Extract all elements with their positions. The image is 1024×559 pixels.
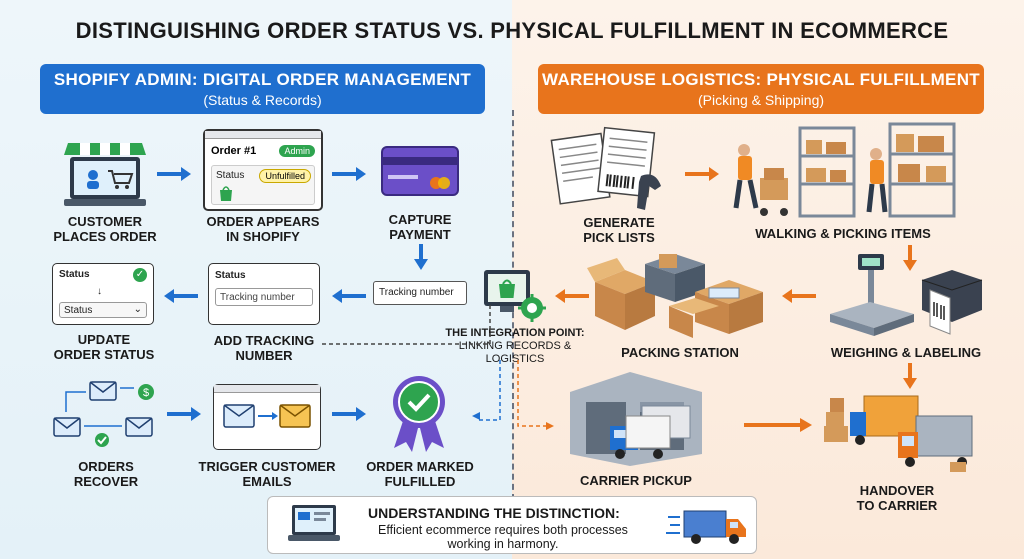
arrow-left-icon <box>782 289 816 303</box>
step-label: CARRIER PICKUP <box>580 473 692 488</box>
step-label: IN SHOPIFY <box>226 229 300 244</box>
step-label: ORDER APPEARS <box>206 214 320 229</box>
step-label: ORDER STATUS <box>53 347 155 362</box>
step-label: NUMBER <box>235 348 293 363</box>
email-icons <box>223 404 311 428</box>
arrow-down-icon: ↓ <box>97 286 102 297</box>
step-label: UPDATE <box>77 332 131 347</box>
step-label: RECOVER <box>73 474 139 489</box>
step-label: EMAILS <box>242 474 292 489</box>
page-title: DISTINGUISHING ORDER STATUS VS. PHYSICAL… <box>75 18 949 43</box>
tracking-tag-text: Tracking number <box>379 287 454 298</box>
arrow-right-icon <box>332 407 366 421</box>
arrow-right-icon <box>685 167 719 181</box>
warehouse-picking-icon <box>733 122 956 218</box>
arrow-right-icon <box>157 167 191 181</box>
step-label: WEIGHING & LABELING <box>830 345 982 360</box>
credit-card-icon <box>381 146 459 196</box>
status-card: Status ✓ ↓ Status ⌄ <box>52 263 154 325</box>
arrow-right-icon <box>167 407 201 421</box>
svg-text:$: $ <box>143 387 149 399</box>
arrow-left-icon <box>555 289 589 303</box>
status-title: Status <box>59 269 90 280</box>
window-bar <box>205 131 321 139</box>
carrier-pickup-dock-icon <box>570 372 702 466</box>
banner-subtitle: (Status & Records) <box>203 92 322 108</box>
shopify-admin-banner: SHOPIFY ADMIN: DIGITAL ORDER MANAGEMENT … <box>40 64 485 114</box>
arrow-down-icon <box>903 363 917 389</box>
recovery-emails-icon: $ <box>53 381 154 447</box>
shopify-bag-icon <box>220 186 232 201</box>
arrow-right-icon <box>744 418 812 432</box>
banner-subtitle: (Picking & Shipping) <box>697 92 825 108</box>
pick-lists-scanner-icon <box>550 126 661 210</box>
step-label: ORDER MARKED <box>366 459 474 474</box>
tracking-status-title: Status <box>215 270 246 281</box>
step-label: CAPTURE <box>388 212 452 227</box>
order-number: Order #1 <box>211 145 257 157</box>
integration-title: THE INTEGRATION POINT: <box>445 327 585 339</box>
step-label: PICK LISTS <box>583 230 655 245</box>
banner-title: SHOPIFY ADMIN: DIGITAL ORDER MANAGEMENT <box>53 70 472 89</box>
scale-printer-icon <box>830 254 983 336</box>
laptop-icon <box>288 505 340 541</box>
tracking-placeholder: Tracking number <box>220 292 295 303</box>
step-label: GENERATE <box>583 215 655 230</box>
step-label: PLACES ORDER <box>53 229 157 244</box>
handover-trucks-icon <box>824 395 973 472</box>
tracking-number-tag: Tracking number <box>373 281 467 305</box>
summary-body: Efficient ecommerce requires both proces… <box>378 523 628 551</box>
tracking-card: Status Tracking number <box>208 263 320 325</box>
step-label: FULFILLED <box>384 474 456 489</box>
status-select[interactable]: Status ⌄ <box>59 302 147 318</box>
fulfilled-ribbon-icon <box>393 376 445 452</box>
arrow-left-icon <box>164 289 198 303</box>
summary-heading: UNDERSTANDING THE DISTINCTION: <box>368 505 620 521</box>
step-label: ORDERS <box>78 459 134 474</box>
status-label: Status <box>216 170 245 181</box>
tracking-number-input[interactable]: Tracking number <box>215 288 313 306</box>
storefront-laptop-icon <box>64 143 146 206</box>
arrow-down-icon <box>414 244 428 270</box>
integration-monitor-icon <box>484 270 546 322</box>
warehouse-banner: WAREHOUSE LOGISTICS: PHYSICAL FULFILLMEN… <box>538 64 984 114</box>
step-label: CUSTOMER <box>67 214 143 229</box>
delivery-truck-icon <box>666 510 746 544</box>
chevron-down-icon: ⌄ <box>133 304 142 315</box>
window-bar <box>214 385 320 393</box>
step-label: PACKING STATION <box>621 345 739 360</box>
step-label: TRIGGER CUSTOMER <box>198 459 336 474</box>
packing-station-icon <box>587 254 763 338</box>
step-label: ADD TRACKING <box>213 333 315 348</box>
arrow-left-icon <box>332 289 366 303</box>
admin-badge: Admin <box>279 145 315 157</box>
step-label: TO CARRIER <box>856 498 938 513</box>
order-card: Order #1 Admin Status Unfulfilled <box>203 129 323 211</box>
status-select-value: Status <box>64 305 93 316</box>
step-label: WALKING & PICKING ITEMS <box>755 226 931 241</box>
arrow-right-icon <box>332 167 366 181</box>
order-status-panel: Status Unfulfilled <box>211 165 315 205</box>
unfulfilled-badge: Unfulfilled <box>259 169 311 183</box>
step-label: HANDOVER <box>859 483 935 498</box>
email-window <box>213 384 321 450</box>
step-label: PAYMENT <box>389 227 451 242</box>
banner-title: WAREHOUSE LOGISTICS: PHYSICAL FULFILLMEN… <box>542 70 980 89</box>
arrow-down-icon <box>903 245 917 271</box>
dashed-connector <box>322 302 554 430</box>
summary-box: UNDERSTANDING THE DISTINCTION: Efficient… <box>267 496 757 554</box>
checkmark-icon: ✓ <box>133 268 147 282</box>
